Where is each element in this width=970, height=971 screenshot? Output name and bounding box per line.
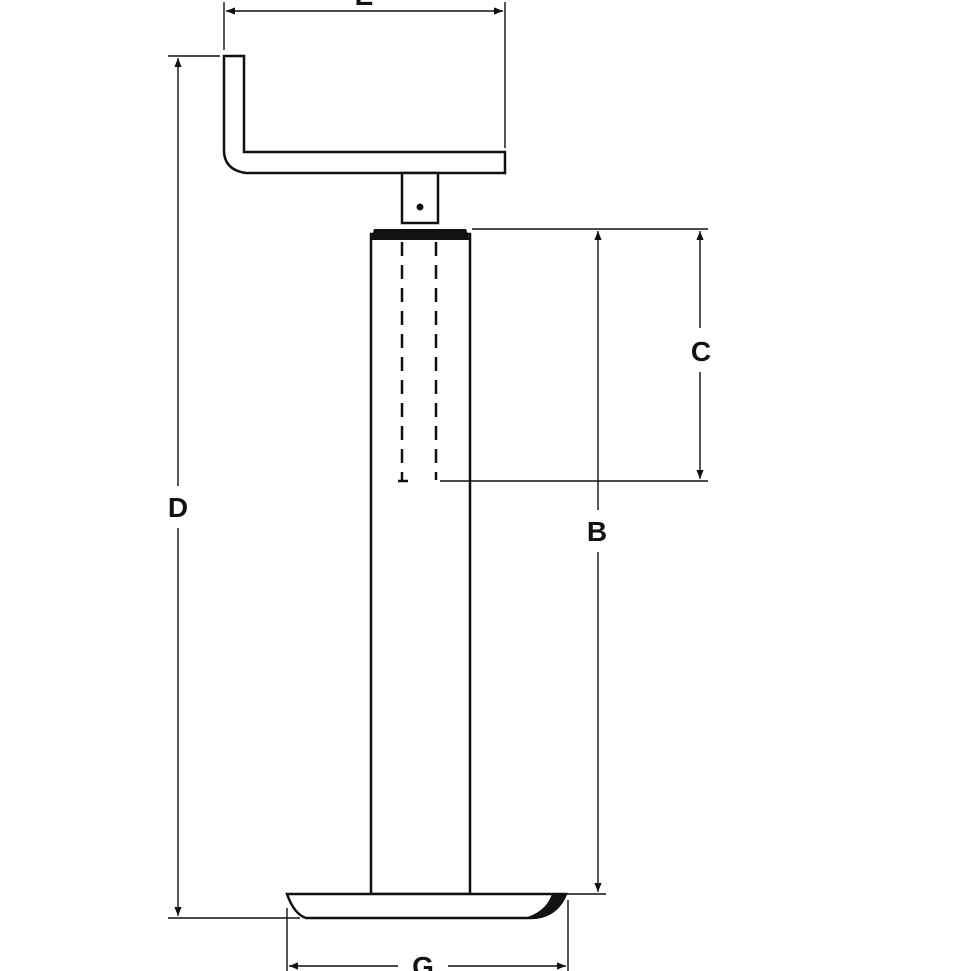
dim-g-label: G — [412, 951, 434, 971]
dim-d-label: D — [168, 492, 188, 523]
foot-plate-shadow — [524, 894, 566, 918]
dim-b-label: B — [587, 516, 607, 547]
connector-pin — [400, 171, 440, 225]
tube-collar — [371, 229, 470, 240]
head-bracket — [222, 54, 507, 175]
dim-c-label: C — [691, 336, 711, 367]
outer-tube — [369, 232, 472, 896]
pin-hole — [416, 203, 424, 211]
dim-e-label: E — [355, 0, 374, 11]
foot-plate — [285, 892, 568, 920]
